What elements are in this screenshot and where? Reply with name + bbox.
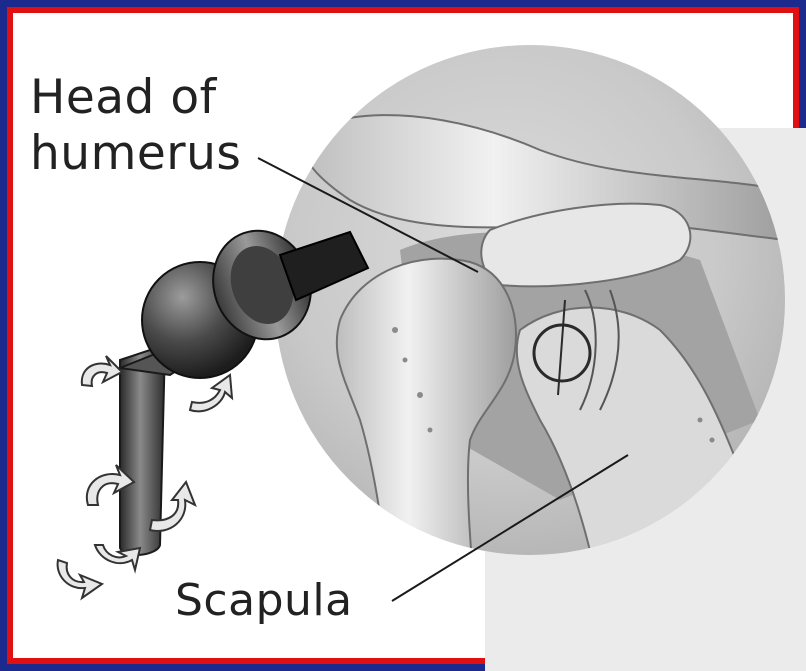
scapula-label: Scapula (175, 575, 353, 627)
head-of-humerus-line2: humerus (30, 126, 260, 182)
head-of-humerus-label: Head of humerus (30, 70, 260, 182)
head-of-humerus-line1: Head of (30, 70, 260, 126)
